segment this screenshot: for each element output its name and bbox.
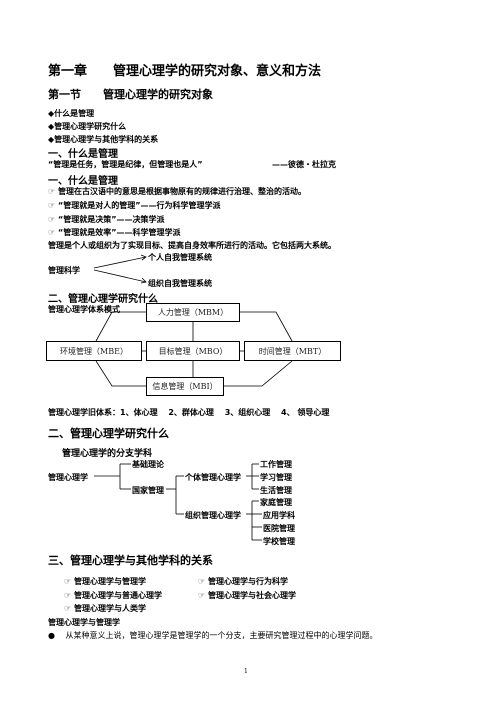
relation-item: ☞ 管理心理学与人类学 (64, 604, 146, 613)
check-bullet-icon: ☞ (64, 577, 74, 586)
check-bullet-icon: ☞ (48, 215, 58, 224)
definition-text: 管理是个人或组织为了实现目标、提高自身效率所进行的活动。它包括两大系统。 (48, 241, 336, 250)
model-box-bottom: 信息管理（MBI） (146, 377, 224, 396)
list-item-text: “管理就是对人的管理”——行为科学管理学派 (57, 201, 221, 210)
old-system-text: 管理心理学旧体系：1、体心理 2、群体心理 3、组织心理 4、 领导心理 (48, 408, 330, 417)
list-item: ☞ “管理就是决策”——决策学派 (48, 214, 164, 225)
tree-node-basic: 基础理论 (132, 460, 164, 469)
outline-item: ◆管理心理学与其他学科的关系 (48, 135, 159, 144)
model-box-center: 目标管理（MBO） (146, 341, 240, 361)
tree-leaf: 应用学科 (263, 511, 295, 520)
list-item-text: “管理就是决策”——决策学派 (57, 215, 165, 224)
tree-node-individual: 个体管理心理学 (185, 473, 241, 482)
check-bullet-icon: ☞ (48, 228, 58, 237)
list-item-text: 管理在古汉语中的意思是根据事物原有的规律进行治理、整治的活动。 (57, 187, 306, 196)
relation-item: ☞ 管理心理学与管理学 (64, 577, 146, 586)
check-bullet-icon: ☞ (198, 591, 208, 600)
check-bullet-icon: ☞ (198, 577, 208, 586)
model-box-text: 环境管理（MBE） (60, 346, 128, 356)
model-box-text: 目标管理（MBO） (158, 346, 228, 356)
tree-leaf: 学习管理 (260, 473, 292, 482)
tree-leaf: 学校管理 (263, 537, 295, 546)
model-box-text: 人力管理（MBM） (157, 308, 229, 317)
check-bullet-icon: ☞ (48, 201, 58, 210)
model-box-text: 时间管理（MBT） (258, 346, 327, 356)
list-item: ☞ “管理就是对人的管理”——行为科学管理学派 (48, 200, 220, 211)
list-item: ☞ “管理就是效率”——科学管理学派 (48, 227, 180, 238)
page-number: 1 (244, 668, 248, 675)
section-heading: 一、什么是管理 (48, 149, 118, 160)
relation-item: ☞ 管理心理学与社会心理学 (198, 591, 296, 600)
outline-item: ◆管理心理学研究什么 (48, 122, 127, 131)
model-box-right: 时间管理（MBT） (244, 341, 341, 361)
tree-leaf: 工作管理 (260, 460, 292, 469)
relation-item: ☞ 管理心理学与行为科学 (198, 577, 288, 586)
chapter-title: 第一章 管理心理学的研究对象、意义和方法 (48, 64, 322, 79)
quote-author: ——彼德・杜拉克 (272, 160, 336, 169)
tree-leaf: 家庭管理 (260, 498, 292, 507)
subheading: 管理心理学与管理学 (48, 618, 120, 627)
outline-item: ◆什么是管理 (48, 109, 95, 118)
section-heading: 二、管理心理学研究什么 (48, 294, 158, 305)
paragraph: ● 从某种意义上说，管理心理学是管理学的一个分支，主要研究管理过程中的心理学问题… (48, 630, 378, 641)
relation-item: ☞ 管理心理学与普通心理学 (64, 591, 162, 600)
dot-bullet-icon: ● (48, 631, 66, 640)
check-bullet-icon: ☞ (48, 187, 58, 196)
branch-lower-label: 组织自我管理系统 (148, 279, 212, 288)
model-box-text: 信息管理（MBI） (152, 382, 218, 391)
paragraph-text: 从某种意义上说，管理心理学是管理学的一个分支，主要研究管理过程中的心理学问题。 (65, 631, 378, 640)
list-item-text: “管理就是效率”——科学管理学派 (57, 228, 181, 237)
tree-node-organization: 组织管理心理学 (185, 511, 241, 520)
list-item: ☞ 管理在古汉语中的意思是根据事物原有的规律进行治理、整治的活动。 (48, 186, 306, 197)
section-heading: 二、管理心理学研究什么 (48, 427, 169, 440)
section-heading: 一、什么是管理 (48, 176, 118, 187)
management-science-label: 管理科学 (48, 266, 80, 275)
model-box-left: 环境管理（MBE） (46, 341, 142, 361)
branch-upper-label: 个人自我管理系统 (148, 253, 212, 262)
check-bullet-icon: ☞ (64, 604, 74, 613)
tree-leaf: 生活管理 (260, 486, 292, 495)
tree-root: 管理心理学 (48, 473, 88, 482)
model-box-top: 人力管理（MBM） (146, 303, 240, 322)
model-label: 管理心理学体系模式 (48, 305, 120, 314)
check-bullet-icon: ☞ (64, 591, 74, 600)
tree-node-national: 国家管理 (132, 486, 164, 495)
quote-text: “管理是任务，管理是纪律，但管理也是人” (48, 160, 203, 169)
section-title: 第一节 管理心理学的研究对象 (48, 88, 213, 101)
tree-leaf: 医院管理 (263, 524, 295, 533)
section-heading: 三、管理心理学与其他学科的关系 (48, 554, 213, 567)
branch-title: 管理心理学的分支学科 (62, 449, 153, 459)
